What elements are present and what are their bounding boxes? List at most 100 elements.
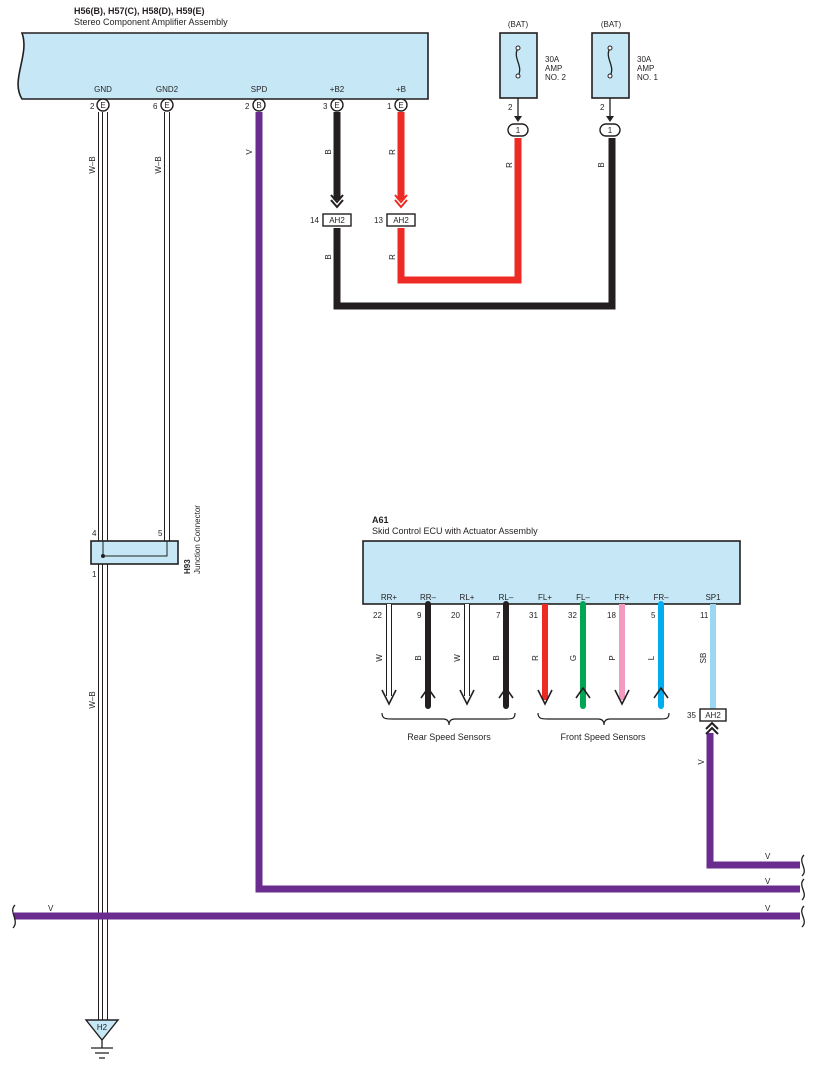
fuse1-source: (BAT) (601, 20, 622, 29)
ecu-pin-num-fr-minus: 5 (651, 611, 656, 620)
skid-control-ecu: A61 Skid Control ECU with Actuator Assem… (362, 515, 741, 605)
h93-out-wire: W–B (88, 691, 97, 708)
b-wire (397, 112, 522, 284)
amplifier-code: H56(B), H57(C), H58(D), H59(E) (74, 6, 205, 16)
fuse1-rating: 30A (637, 55, 652, 64)
bus-label-1: V (765, 852, 771, 861)
ecu-wire-fl-minus: G (569, 655, 578, 661)
amp-conn-gnd: E (100, 101, 105, 110)
fuse2-line2: NO. 2 (545, 73, 566, 82)
ecu-wire-rr-minus: B (414, 655, 423, 660)
ecu-pin-label-rr-plus: RR+ (381, 593, 398, 602)
ecu-pin-label-fr-minus: FR– (653, 593, 669, 602)
ecu-wire-rl-minus: B (492, 655, 501, 660)
amp-pin-num-gnd2: 6 (153, 102, 158, 111)
fuse1-conn: 1 (608, 126, 613, 135)
amp-pin-label-gnd: GND (94, 85, 112, 94)
amp-pin-label-spd: SPD (251, 85, 268, 94)
front-sensors-label: Front Speed Sensors (560, 732, 646, 742)
ecu-pin-labels: RR+ RR– RL+ RL– FL+ FL– FR+ FR– SP1 (381, 593, 721, 602)
amp-pin-label-gnd2: GND2 (156, 85, 179, 94)
violet-bus: V V V V (12, 733, 805, 929)
ecu-pin-num-rr-minus: 9 (417, 611, 422, 620)
ecu-pin-num-fl-plus: 31 (529, 611, 538, 620)
amplifier-name: Stereo Component Amplifier Assembly (74, 17, 228, 27)
fuse2-conn: 1 (516, 126, 521, 135)
fuse1-line1: AMP (637, 64, 654, 73)
ecu-pin-num-rr-plus: 22 (373, 611, 382, 620)
amp-pin-label-b: +B (396, 85, 406, 94)
amp-pin-num-b2: 3 (323, 102, 328, 111)
amp-conn-gnd2: E (164, 101, 169, 110)
ecu-pin-numbers: 22 9 20 7 31 32 18 5 11 (373, 611, 709, 620)
b2-wire (333, 112, 616, 310)
ah2-pin-35: 35 (687, 711, 696, 720)
ah2-connector-35: AH2 35 (687, 708, 727, 735)
fuse1-line2: NO. 1 (637, 73, 658, 82)
gnd-wires (98, 112, 170, 1020)
amp-connector-circles: E E B E E (96, 98, 408, 112)
amp-wire-labels: W–B W–B V B R B R (88, 149, 397, 260)
ecu-pin-num-sp1: 11 (700, 611, 709, 620)
bus-label-2: V (765, 877, 771, 886)
fuse2-line1: AMP (545, 64, 562, 73)
h93-name: Junction Connector (193, 505, 202, 574)
bus-label-3-right: V (765, 904, 771, 913)
amp-pin-num-gnd: 2 (90, 102, 95, 111)
fuse2-wire: R (505, 162, 514, 168)
ecu-wire-sp1: SB (699, 653, 708, 664)
ecu-code: A61 (372, 515, 389, 525)
fuse2-pin: 2 (508, 103, 513, 112)
ecu-arrows (381, 686, 669, 706)
ground-h2: H2 (84, 1019, 120, 1059)
wire-label-b-lower: R (388, 254, 397, 260)
ecu-pin-label-fl-plus: FL+ (538, 593, 552, 602)
rear-sensors-label: Rear Speed Sensors (407, 732, 491, 742)
fuse1-pin: 2 (600, 103, 605, 112)
amplifier-assembly: H56(B), H57(C), H58(D), H59(E) Stereo Co… (17, 6, 429, 111)
spd-wire (255, 112, 800, 893)
h93-pin-1: 1 (92, 570, 97, 579)
ecu-wire-rr-plus: W (375, 654, 384, 662)
amp-conn-b: E (398, 101, 403, 110)
ah2-35-wire: V (697, 759, 706, 765)
wire-label-b2-lower: B (324, 254, 333, 259)
bus-label-3-left: V (48, 904, 54, 913)
amp-pin-label-b2: +B2 (330, 85, 345, 94)
fuse-amp-no1: (BAT) 30A AMP NO. 1 2 1 B (591, 20, 658, 168)
ecu-name: Skid Control ECU with Actuator Assembly (372, 526, 538, 536)
wire-label-gnd: W–B (88, 156, 97, 173)
h93-pin-4: 4 (92, 529, 97, 538)
ah2-label-35: AH2 (705, 711, 721, 720)
ecu-wire-fr-minus: L (647, 655, 656, 660)
ecu-pin-label-rl-plus: RL+ (460, 593, 475, 602)
ecu-wire-labels: W B W B R G P L SB V (375, 653, 708, 765)
h93-code: H93 (183, 559, 192, 574)
amp-conn-spd: B (256, 101, 261, 110)
amp-pin-num-spd: 2 (245, 102, 250, 111)
amplifier-box (17, 32, 429, 100)
fuse2-source: (BAT) (508, 20, 529, 29)
wire-label-b2: B (324, 149, 333, 154)
ah2-label-13: AH2 (393, 216, 409, 225)
ecu-wire-rl-plus: W (453, 654, 462, 662)
ecu-pin-label-fr-plus: FR+ (614, 593, 630, 602)
ground-label: H2 (97, 1023, 108, 1032)
amp-conn-b2: E (334, 101, 339, 110)
fuse1-wire: B (597, 162, 606, 167)
wire-label-spd: V (245, 149, 254, 155)
amp-pin-num-b: 1 (387, 102, 392, 111)
wire-label-gnd2: W–B (154, 156, 163, 173)
ecu-pin-label-rr-minus: RR– (420, 593, 437, 602)
ah2-pin-14: 14 (310, 216, 319, 225)
ah2-label-14: AH2 (329, 216, 345, 225)
junction-connector-h93: 4 5 1 H93 Junction Connector W–B (88, 505, 202, 709)
ah2-pin-13: 13 (374, 216, 383, 225)
ecu-wire-fl-plus: R (531, 655, 540, 661)
ecu-wire-fr-plus: P (608, 655, 617, 660)
wire-label-b: R (388, 149, 397, 155)
ah2-connectors: AH2 AH2 14 13 (310, 213, 416, 227)
ecu-pin-label-sp1: SP1 (705, 593, 721, 602)
h93-pin-5: 5 (158, 529, 163, 538)
